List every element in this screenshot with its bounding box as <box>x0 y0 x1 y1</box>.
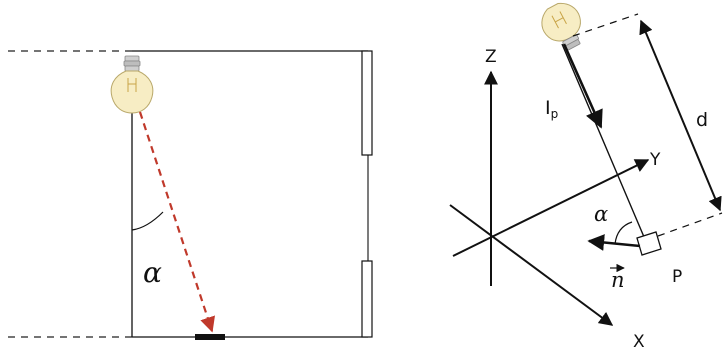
light-bulb-icon <box>110 55 154 114</box>
normal-label-text: n <box>611 268 625 292</box>
y-axis <box>452 159 650 257</box>
point-label: P <box>672 267 682 287</box>
angle-arc <box>614 221 633 245</box>
angle-label-right: α <box>594 202 608 226</box>
angle-label-left: α <box>143 256 162 289</box>
coordinate-axes: Z Y X <box>449 47 661 352</box>
x-axis-label: X <box>633 332 645 352</box>
distance-top-dashed <box>572 13 639 37</box>
intensity-arrow <box>562 43 603 129</box>
light-direction-line <box>561 43 648 245</box>
distance-bottom-dashed <box>657 212 723 237</box>
normal-label: n <box>610 263 625 292</box>
light-ray-arrow <box>138 111 215 333</box>
surface-patch <box>636 231 662 256</box>
lower-window <box>361 260 373 338</box>
intensity-label: Ip <box>545 97 558 121</box>
y-axis-label: Y <box>649 150 661 170</box>
angle-arc <box>131 211 164 231</box>
distance-label: d <box>696 109 708 131</box>
light-bulb-icon <box>541 2 581 51</box>
x-axis <box>449 204 614 326</box>
upper-window <box>361 50 373 156</box>
distance-arrow <box>639 19 722 212</box>
room-cross-section <box>8 50 373 340</box>
measurement-point-marker <box>195 334 225 340</box>
z-axis-label: Z <box>485 47 497 67</box>
